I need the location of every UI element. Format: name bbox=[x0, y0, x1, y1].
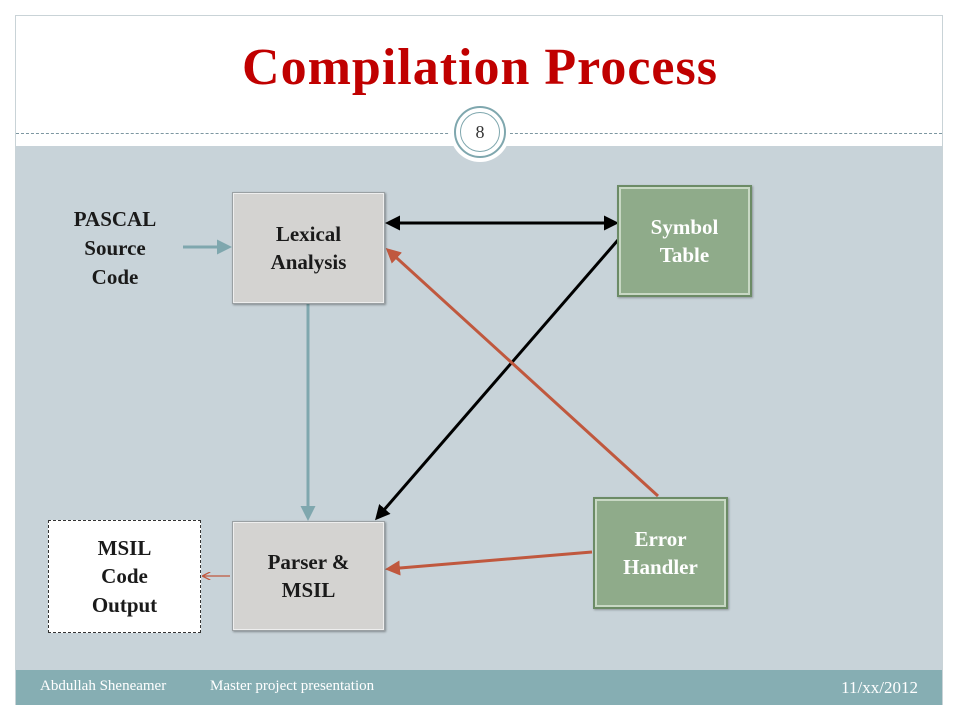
arrow-error-to-lexical bbox=[385, 247, 660, 498]
footer-presentation: Master project presentation bbox=[210, 678, 375, 694]
symbol-table-node: Symbol Table bbox=[617, 185, 752, 297]
page-number: 8 bbox=[460, 112, 500, 152]
arrow-error-to-parser bbox=[385, 550, 593, 576]
msil-code-output-node: MSIL Code Output bbox=[48, 520, 201, 633]
parser-msil-node: Parser & MSIL bbox=[232, 521, 385, 631]
source-code-label: PASCAL Source Code bbox=[73, 207, 157, 289]
page-number-badge: 8 bbox=[454, 106, 506, 158]
slide-title: Compilation Process bbox=[242, 39, 718, 96]
error-handler-node: Error Handler bbox=[593, 497, 728, 609]
arrow-symbol-table-to-parser bbox=[375, 239, 620, 521]
footer-date: 11/xx/2012 bbox=[841, 678, 918, 697]
footer-bar bbox=[16, 670, 942, 705]
footer-author: Abdullah Sheneamer bbox=[40, 678, 167, 694]
lexical-analysis-node: Lexical Analysis bbox=[232, 192, 385, 304]
